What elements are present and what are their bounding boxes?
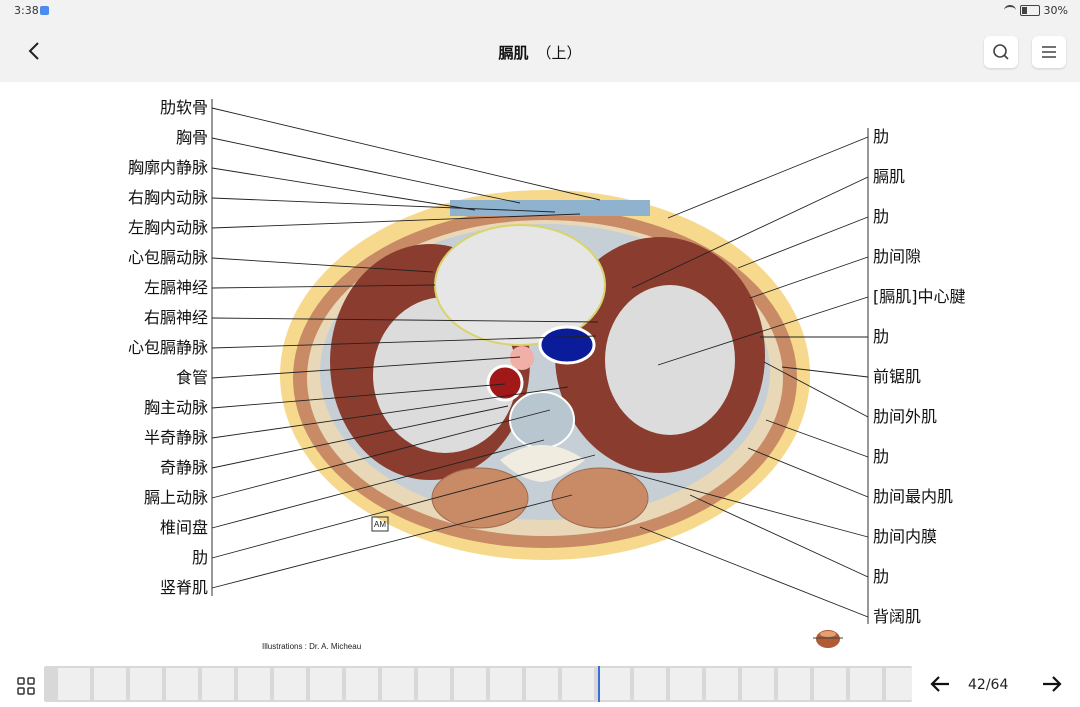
label-left-14: 椎间盘 — [160, 518, 208, 537]
svg-text:AM: AM — [374, 520, 386, 529]
thumbnail-strip[interactable] — [44, 666, 912, 702]
label-right-9: 肋间最内肌 — [873, 487, 953, 506]
page-thumbnail[interactable] — [886, 668, 912, 700]
status-right: 30% — [1004, 4, 1068, 17]
battery-icon — [1020, 5, 1040, 16]
label-left-3: 右胸内动脉 — [128, 188, 208, 207]
aorta — [488, 366, 522, 400]
page-title: 膈肌 （上） — [0, 42, 1080, 63]
label-right-8: 肋 — [873, 447, 889, 466]
header: 膈肌 （上） — [0, 22, 1080, 82]
label-right-2: 肋 — [873, 207, 889, 226]
inferior-vena-cava — [540, 327, 594, 363]
arrow-right-icon — [1040, 672, 1064, 696]
grid-button[interactable] — [16, 676, 36, 696]
label-right-12: 背阔肌 — [873, 607, 921, 626]
label-left-9: 食管 — [176, 368, 208, 387]
label-left-16: 竖脊肌 — [160, 578, 208, 597]
page-indicator: 42/64 — [968, 677, 1008, 693]
battery-level: 30% — [1044, 4, 1068, 17]
grid-icon — [16, 676, 36, 696]
label-left-7: 右膈神经 — [144, 308, 208, 327]
label-right-5: 肋 — [873, 327, 889, 346]
erector-spinae-left — [552, 468, 648, 528]
label-right-10: 肋间内膜 — [873, 527, 937, 546]
label-left-0: 肋软骨 — [160, 98, 208, 117]
label-right-11: 肋 — [873, 567, 889, 586]
esophagus — [510, 346, 534, 370]
page-thumbnail[interactable] — [382, 668, 414, 700]
label-left-8: 心包膈静脉 — [128, 338, 208, 357]
next-page-button[interactable] — [1040, 672, 1064, 696]
arrow-left-icon — [928, 672, 952, 696]
page-thumbnail[interactable] — [202, 668, 234, 700]
diaphragm-diagram: 肋软骨 胸骨 胸廓内静脉 右胸内动脉 左胸内动脉 心包膈动脉 左膈神经 右膈神经… — [0, 82, 1080, 662]
label-right-1: 膈肌 — [873, 167, 905, 186]
label-right-7: 肋间外肌 — [873, 407, 937, 426]
search-icon — [984, 36, 1018, 68]
page-thumbnail[interactable] — [130, 668, 162, 700]
page-thumbnail[interactable] — [706, 668, 738, 700]
orientation-head-icon — [813, 630, 843, 648]
am-logo: AM — [372, 517, 388, 531]
page-thumbnail[interactable] — [598, 668, 630, 700]
page-thumbnail[interactable] — [346, 668, 378, 700]
title-subtitle: （上） — [537, 44, 582, 62]
status-time: 3:38 — [14, 4, 39, 17]
label-left-12: 奇静脉 — [160, 458, 208, 477]
sternum-area — [450, 200, 650, 216]
label-left-13: 膈上动脉 — [144, 488, 208, 507]
app-notification-icon — [40, 6, 49, 15]
central-tendon — [435, 225, 605, 345]
page-thumbnail[interactable] — [634, 668, 666, 700]
page-thumbnail[interactable] — [814, 668, 846, 700]
page-thumbnail[interactable] — [238, 668, 270, 700]
label-right-6: 前锯肌 — [873, 367, 921, 386]
bottom-bar: 42/64 — [0, 662, 1080, 707]
page-thumbnail[interactable] — [670, 668, 702, 700]
illustration-area: 肋软骨 胸骨 胸廓内静脉 右胸内动脉 左胸内动脉 心包膈动脉 左膈神经 右膈神经… — [0, 82, 1080, 662]
page-thumbnail[interactable] — [562, 668, 594, 700]
page-thumbnail[interactable] — [58, 668, 90, 700]
page-thumbnail[interactable] — [490, 668, 522, 700]
title-main: 膈肌 — [498, 44, 528, 62]
label-right-4: [膈肌]中心腱 — [873, 287, 966, 306]
page-thumbnail[interactable] — [454, 668, 486, 700]
vertebral-body — [510, 392, 574, 448]
label-left-2: 胸廓内静脉 — [128, 158, 208, 177]
prev-page-button[interactable] — [928, 672, 952, 696]
label-left-6: 左膈神经 — [144, 278, 208, 297]
label-right-3: 肋间隙 — [873, 247, 921, 266]
label-left-1: 胸骨 — [176, 128, 208, 147]
current-page-marker — [598, 666, 600, 702]
wifi-icon — [1004, 5, 1016, 16]
page-thumbnail[interactable] — [310, 668, 342, 700]
label-left-10: 胸主动脉 — [144, 398, 208, 417]
menu-button[interactable] — [1032, 36, 1066, 68]
page-thumbnail[interactable] — [274, 668, 306, 700]
search-button[interactable] — [984, 36, 1018, 68]
label-left-11: 半奇静脉 — [144, 428, 208, 447]
page-thumbnail[interactable] — [850, 668, 882, 700]
page-thumbnail[interactable] — [418, 668, 450, 700]
page-thumbnail[interactable] — [166, 668, 198, 700]
page-thumbnail[interactable] — [742, 668, 774, 700]
left-diaphragm-dome — [605, 285, 735, 435]
page-thumbnail[interactable] — [778, 668, 810, 700]
label-left-4: 左胸内动脉 — [128, 218, 208, 237]
menu-icon — [1032, 36, 1066, 68]
page-thumbnail[interactable] — [526, 668, 558, 700]
label-left-5: 心包膈动脉 — [128, 248, 208, 267]
status-bar: 3:38 30% — [0, 0, 1080, 22]
label-left-15: 肋 — [192, 548, 208, 567]
page-thumbnail[interactable] — [94, 668, 126, 700]
illustration-credit: Illustrations : Dr. A. Micheau — [262, 642, 361, 651]
label-right-0: 肋 — [873, 127, 889, 146]
